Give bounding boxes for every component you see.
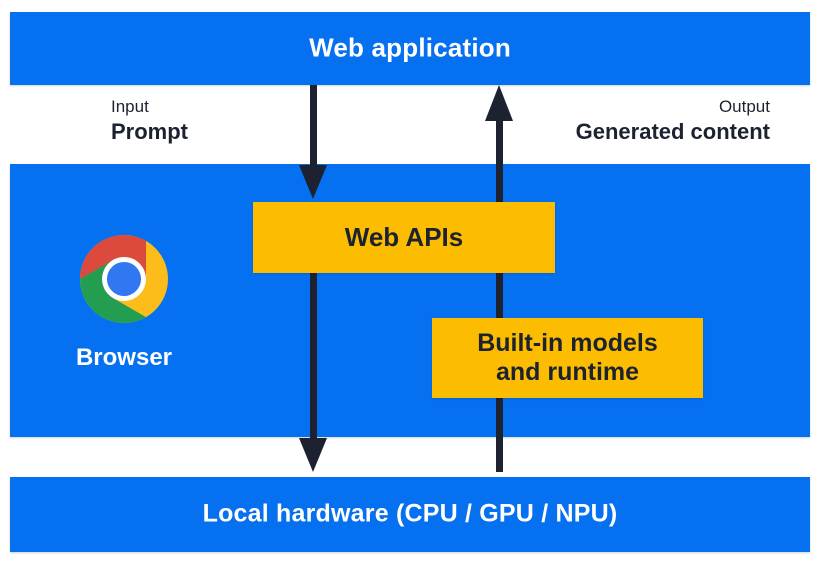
builtin-models-line2: and runtime — [495, 358, 640, 386]
browser-label: Browser — [75, 344, 173, 371]
web-apis-box: Web APIs — [253, 202, 555, 273]
local-hardware-label: Local hardware (CPU / GPU / NPU) — [202, 498, 618, 527]
web-apis-label: Web APIs — [344, 222, 464, 252]
input-label-group: Input Prompt — [111, 96, 188, 145]
input-label: Prompt — [111, 119, 188, 144]
output-label-group: Output Generated content — [576, 96, 770, 145]
prompt-down-arrow-line-bottom — [310, 273, 317, 438]
prompt-down-arrow-line-top — [310, 85, 317, 165]
output-caption: Output — [718, 97, 770, 116]
web-application-bar: Web application — [10, 12, 810, 85]
generated-content-up-arrowhead-icon — [485, 85, 513, 121]
local-hardware-bar: Local hardware (CPU / GPU / NPU) — [10, 477, 810, 552]
builtin-models-box: Built-in models and runtime — [432, 318, 703, 398]
prompt-down-arrowhead-icon — [299, 165, 327, 199]
output-label: Generated content — [575, 119, 770, 144]
chrome-logo-icon — [80, 235, 168, 323]
hardware-down-arrowhead-icon — [299, 438, 327, 472]
generated-content-up-arrow-line — [496, 121, 503, 472]
input-caption: Input — [111, 97, 149, 116]
web-application-label: Web application — [309, 31, 511, 62]
builtin-models-line1: Built-in models — [477, 329, 658, 357]
